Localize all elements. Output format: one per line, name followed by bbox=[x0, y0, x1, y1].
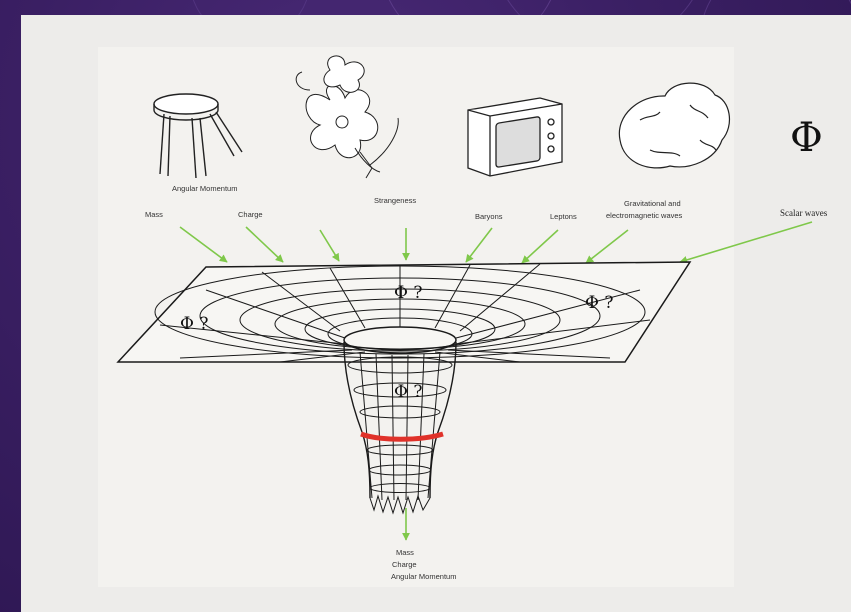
label-grav-waves-2: electromagnetic waves bbox=[606, 211, 682, 220]
black-hole-throat bbox=[344, 342, 456, 513]
phi-question-left: Φ ? bbox=[180, 314, 208, 334]
phi-symbol: Φ bbox=[790, 118, 823, 158]
label-charge: Charge bbox=[238, 210, 263, 219]
rock-icon bbox=[619, 83, 729, 168]
flower-icon bbox=[296, 56, 398, 178]
label-bottom-charge: Charge bbox=[392, 560, 417, 569]
event-horizon-band bbox=[361, 434, 443, 439]
label-mass: Mass bbox=[145, 210, 163, 219]
label-scalar-waves: Scalar waves bbox=[780, 208, 827, 218]
label-leptons: Leptons bbox=[550, 212, 577, 221]
phi-question-center: Φ ? bbox=[394, 283, 422, 303]
label-baryons: Baryons bbox=[475, 212, 503, 221]
label-grav-waves-1: Gravitational and bbox=[624, 199, 681, 208]
label-bottom-angular-momentum: Angular Momentum bbox=[391, 572, 456, 581]
stool-icon bbox=[154, 94, 242, 178]
television-icon bbox=[468, 98, 562, 176]
label-strangeness: Strangeness bbox=[374, 196, 416, 205]
phi-question-right: Φ ? bbox=[585, 293, 613, 313]
label-bottom-mass: Mass bbox=[396, 548, 414, 557]
label-angular-momentum: Angular Momentum bbox=[172, 184, 237, 193]
phi-question-throat: Φ ? bbox=[394, 382, 422, 402]
